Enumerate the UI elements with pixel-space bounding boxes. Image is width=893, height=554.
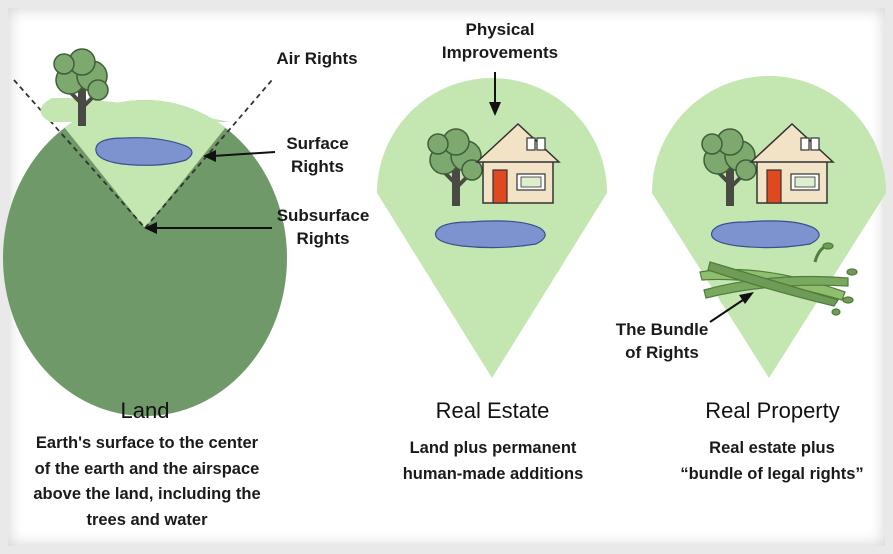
real-property-description: Real estate plus “bundle of legal rights… (680, 439, 864, 483)
earth-ellipse (3, 100, 287, 416)
land-description: Earth's surface to the center of the ear… (33, 434, 261, 529)
bundle-of-sticks-icon (699, 242, 858, 316)
subsurface-rights-label: Subsurface Rights (276, 206, 370, 248)
physical-improvements-label: Physical Improvements (441, 20, 559, 62)
real-estate-title: Real Estate (435, 398, 550, 423)
real-estate-description: Land plus permanent human-made additions (402, 439, 584, 483)
land-title: Land (120, 398, 170, 423)
air-rights-label: Air Rights (276, 49, 358, 68)
air-rights-boundary (13, 79, 273, 230)
real-property-pond-icon (710, 220, 820, 249)
real-estate-pond-icon (434, 220, 546, 249)
bundle-of-rights-label: The Bundle of Rights (615, 320, 709, 362)
real-property-title: Real Property (705, 398, 840, 423)
surface-rights-label: Surface Rights (286, 134, 349, 176)
land-pond-icon (95, 137, 193, 166)
